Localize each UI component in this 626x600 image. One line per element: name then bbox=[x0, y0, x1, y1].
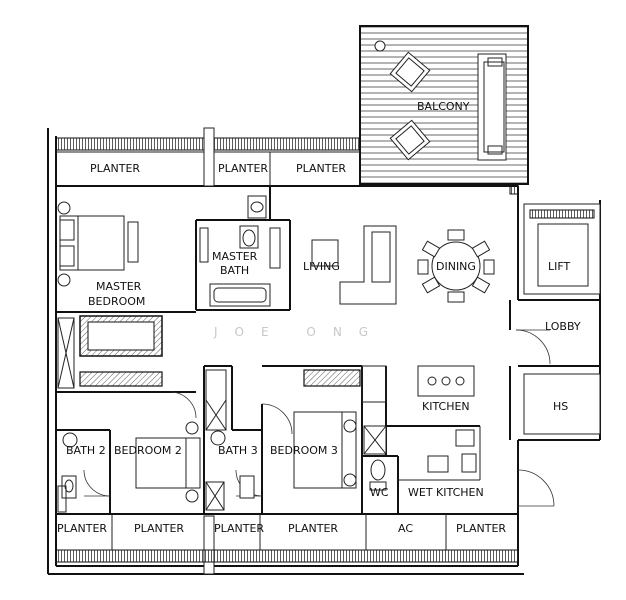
master-bath-fixtures bbox=[199, 195, 281, 307]
bedroom2-label: BEDROOM 2 bbox=[114, 444, 182, 457]
lift bbox=[523, 203, 601, 295]
bedroom3-furniture bbox=[293, 369, 361, 489]
household-shelter bbox=[523, 373, 601, 435]
bedroom2-bed bbox=[135, 421, 201, 503]
ac-label: AC bbox=[398, 522, 413, 535]
planter-bottom-5-label: PLANTER bbox=[456, 522, 506, 535]
planter-bottom-4-label: PLANTER bbox=[288, 522, 338, 535]
outer-walls bbox=[47, 127, 601, 575]
bath3-label: BATH 3 bbox=[218, 444, 258, 457]
column-top bbox=[203, 127, 215, 187]
living-furniture bbox=[311, 225, 397, 305]
balcony-plant bbox=[374, 40, 386, 52]
bath3-fixtures bbox=[205, 369, 255, 511]
master-wardrobe bbox=[57, 315, 163, 389]
dining-label: DINING bbox=[436, 260, 476, 273]
wc-fixtures bbox=[369, 459, 387, 491]
planter-bottom-1-label: PLANTER bbox=[57, 522, 107, 535]
living-label: LIVING bbox=[303, 260, 340, 273]
column-bottom bbox=[203, 515, 215, 575]
wc-label: WC bbox=[370, 486, 389, 499]
master-bed bbox=[57, 201, 139, 287]
bedroom3-label: BEDROOM 3 bbox=[270, 444, 338, 457]
master-bath-label-line1: MASTER bbox=[212, 250, 258, 263]
balcony-chair-top bbox=[389, 51, 431, 93]
balcony-sofa bbox=[477, 53, 507, 161]
master-bedroom-label-line1: MASTER bbox=[96, 280, 142, 293]
bottom-planter-dividers bbox=[111, 514, 447, 550]
doors bbox=[83, 329, 555, 507]
bath2-fixtures bbox=[57, 432, 78, 513]
planter-top-left-label: PLANTER bbox=[90, 162, 140, 175]
balcony-label: BALCONY bbox=[417, 100, 470, 113]
lobby-label: LOBBY bbox=[545, 320, 581, 333]
planter-bottom-2-label: PLANTER bbox=[134, 522, 184, 535]
master-bath-label-line2: BATH bbox=[220, 264, 249, 277]
balcony-chair-bottom bbox=[389, 119, 431, 161]
watermark-text: JOE ONG bbox=[213, 325, 385, 339]
bottom-planter-rail bbox=[55, 549, 519, 563]
master-bedroom-label-line2: BEDROOM bbox=[88, 295, 145, 308]
wet-kitchen-label: WET KITCHEN bbox=[408, 486, 484, 499]
planter-top-right-label: PLANTER bbox=[296, 162, 346, 175]
planter-top-mid-label: PLANTER bbox=[218, 162, 268, 175]
planter-bottom-3-label: PLANTER bbox=[214, 522, 264, 535]
kitchen-fixtures bbox=[361, 365, 477, 473]
kitchen-label: KITCHEN bbox=[422, 400, 470, 413]
balcony-area bbox=[359, 25, 529, 185]
dining-table bbox=[417, 229, 495, 303]
hs-label: HS bbox=[553, 400, 568, 413]
lift-label: LIFT bbox=[548, 260, 571, 273]
bath2-label: BATH 2 bbox=[66, 444, 106, 457]
